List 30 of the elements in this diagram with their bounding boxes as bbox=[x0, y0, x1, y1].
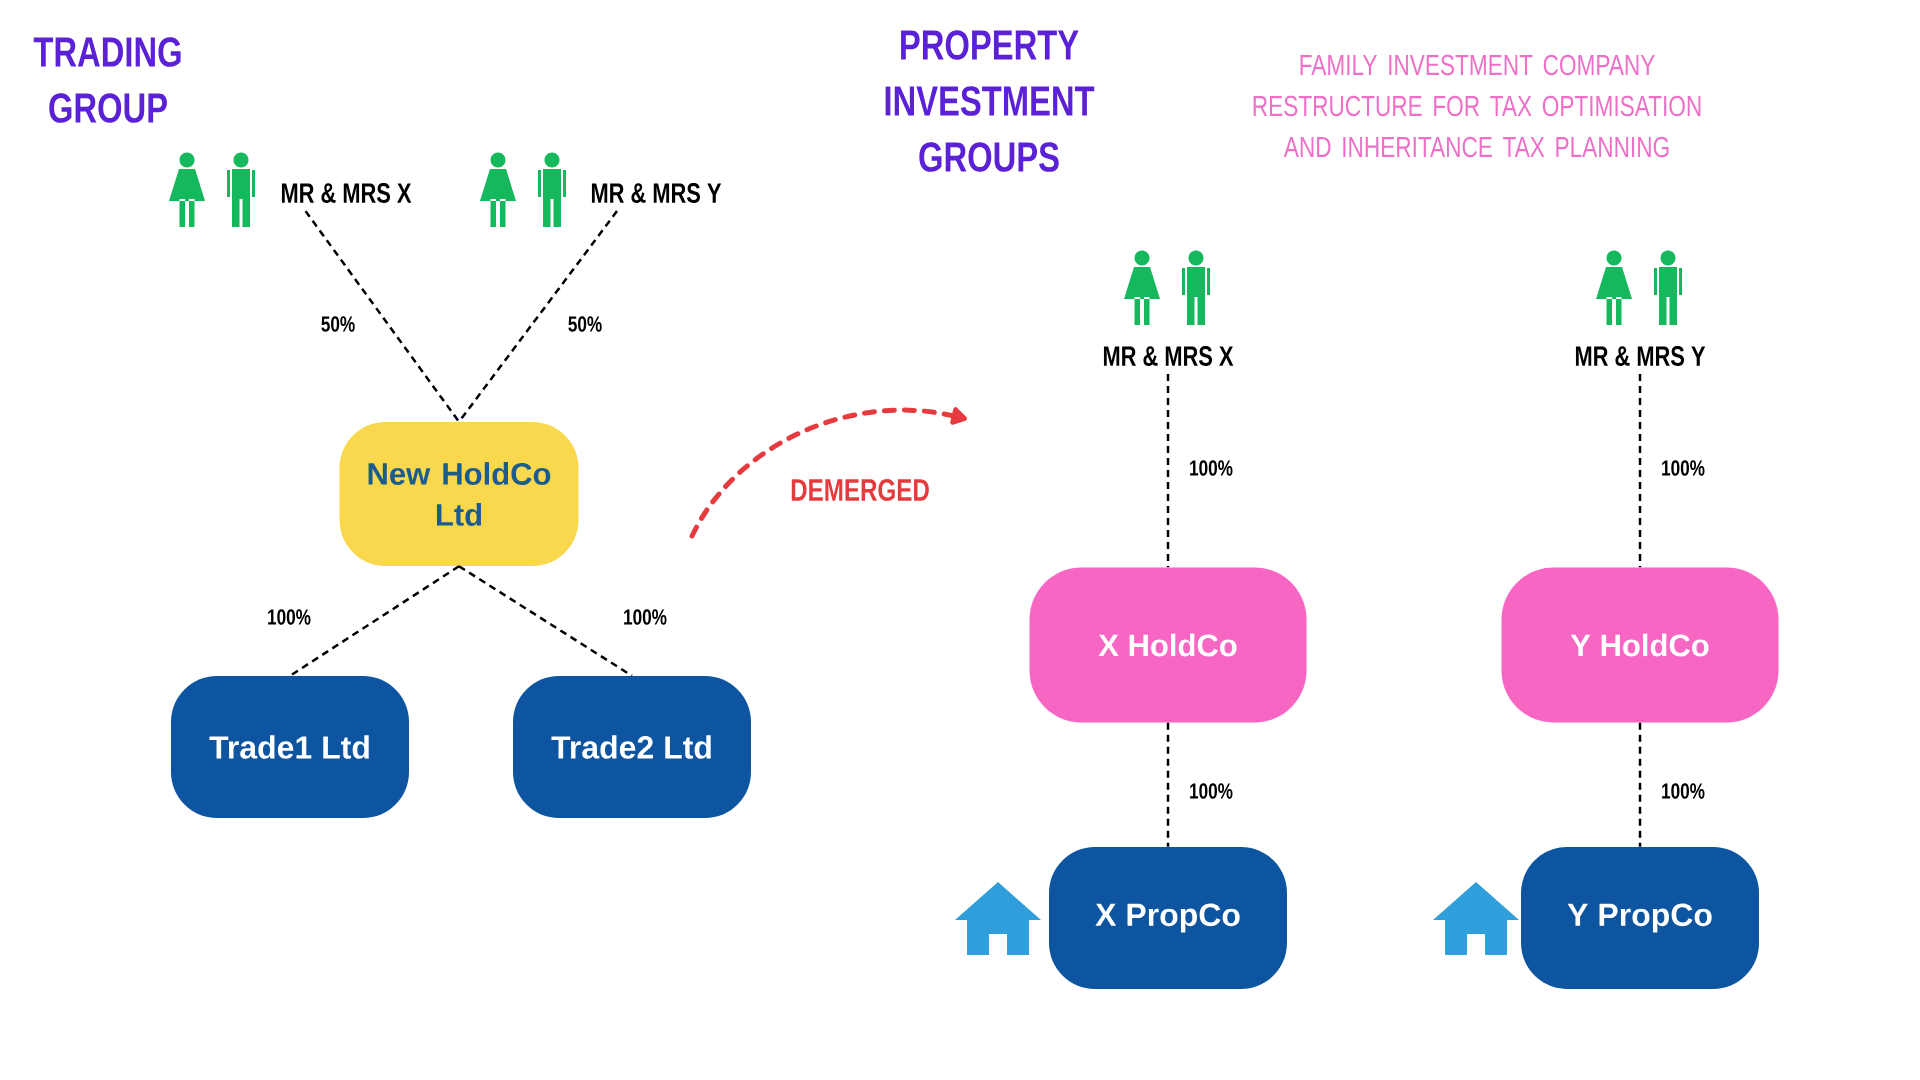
company-box: X HoldCo bbox=[1029, 567, 1307, 723]
owner-name: MR & MRS Y bbox=[591, 183, 722, 203]
edge-label: 100% bbox=[1190, 460, 1233, 476]
owner-name: MR & MRS X bbox=[1103, 346, 1234, 366]
connector bbox=[289, 565, 460, 677]
connector bbox=[1638, 722, 1642, 847]
company-box: Y PropCo bbox=[1521, 847, 1759, 989]
group-heading: PROPERTY INVESTMENT GROUPS bbox=[885, 30, 1095, 172]
connector bbox=[1166, 722, 1170, 847]
company-box: New HoldCo Ltd bbox=[339, 422, 579, 566]
company-box: Trade1 Ltd bbox=[171, 676, 409, 818]
edge-label: 50% bbox=[321, 316, 355, 332]
company-box: X PropCo bbox=[1049, 847, 1287, 989]
edge-label: 50% bbox=[568, 316, 602, 332]
company-box: Y HoldCo bbox=[1501, 567, 1779, 723]
owner-name: MR & MRS Y bbox=[1575, 346, 1706, 366]
edge-label: 100% bbox=[1662, 783, 1705, 799]
edge-label: 100% bbox=[1662, 460, 1705, 476]
connector bbox=[1638, 374, 1642, 568]
connector bbox=[1166, 374, 1170, 568]
company-box: Trade2 Ltd bbox=[513, 676, 751, 818]
title: FAMILY INVESTMENT COMPANY RESTRUCTURE FOR TAX OPTIMISATION AND INHERITANCE TAX PLANNING bbox=[1253, 54, 1701, 158]
owner-name: MR & MRS X bbox=[281, 183, 412, 203]
group-heading: TRADING GROUP bbox=[33, 37, 181, 123]
edge-label: 100% bbox=[1190, 783, 1233, 799]
edge-label: 100% bbox=[268, 609, 311, 625]
arrow-label: DEMERGED bbox=[791, 479, 929, 501]
connector bbox=[304, 210, 460, 423]
connector bbox=[458, 565, 633, 677]
edge-label: 100% bbox=[624, 609, 667, 625]
